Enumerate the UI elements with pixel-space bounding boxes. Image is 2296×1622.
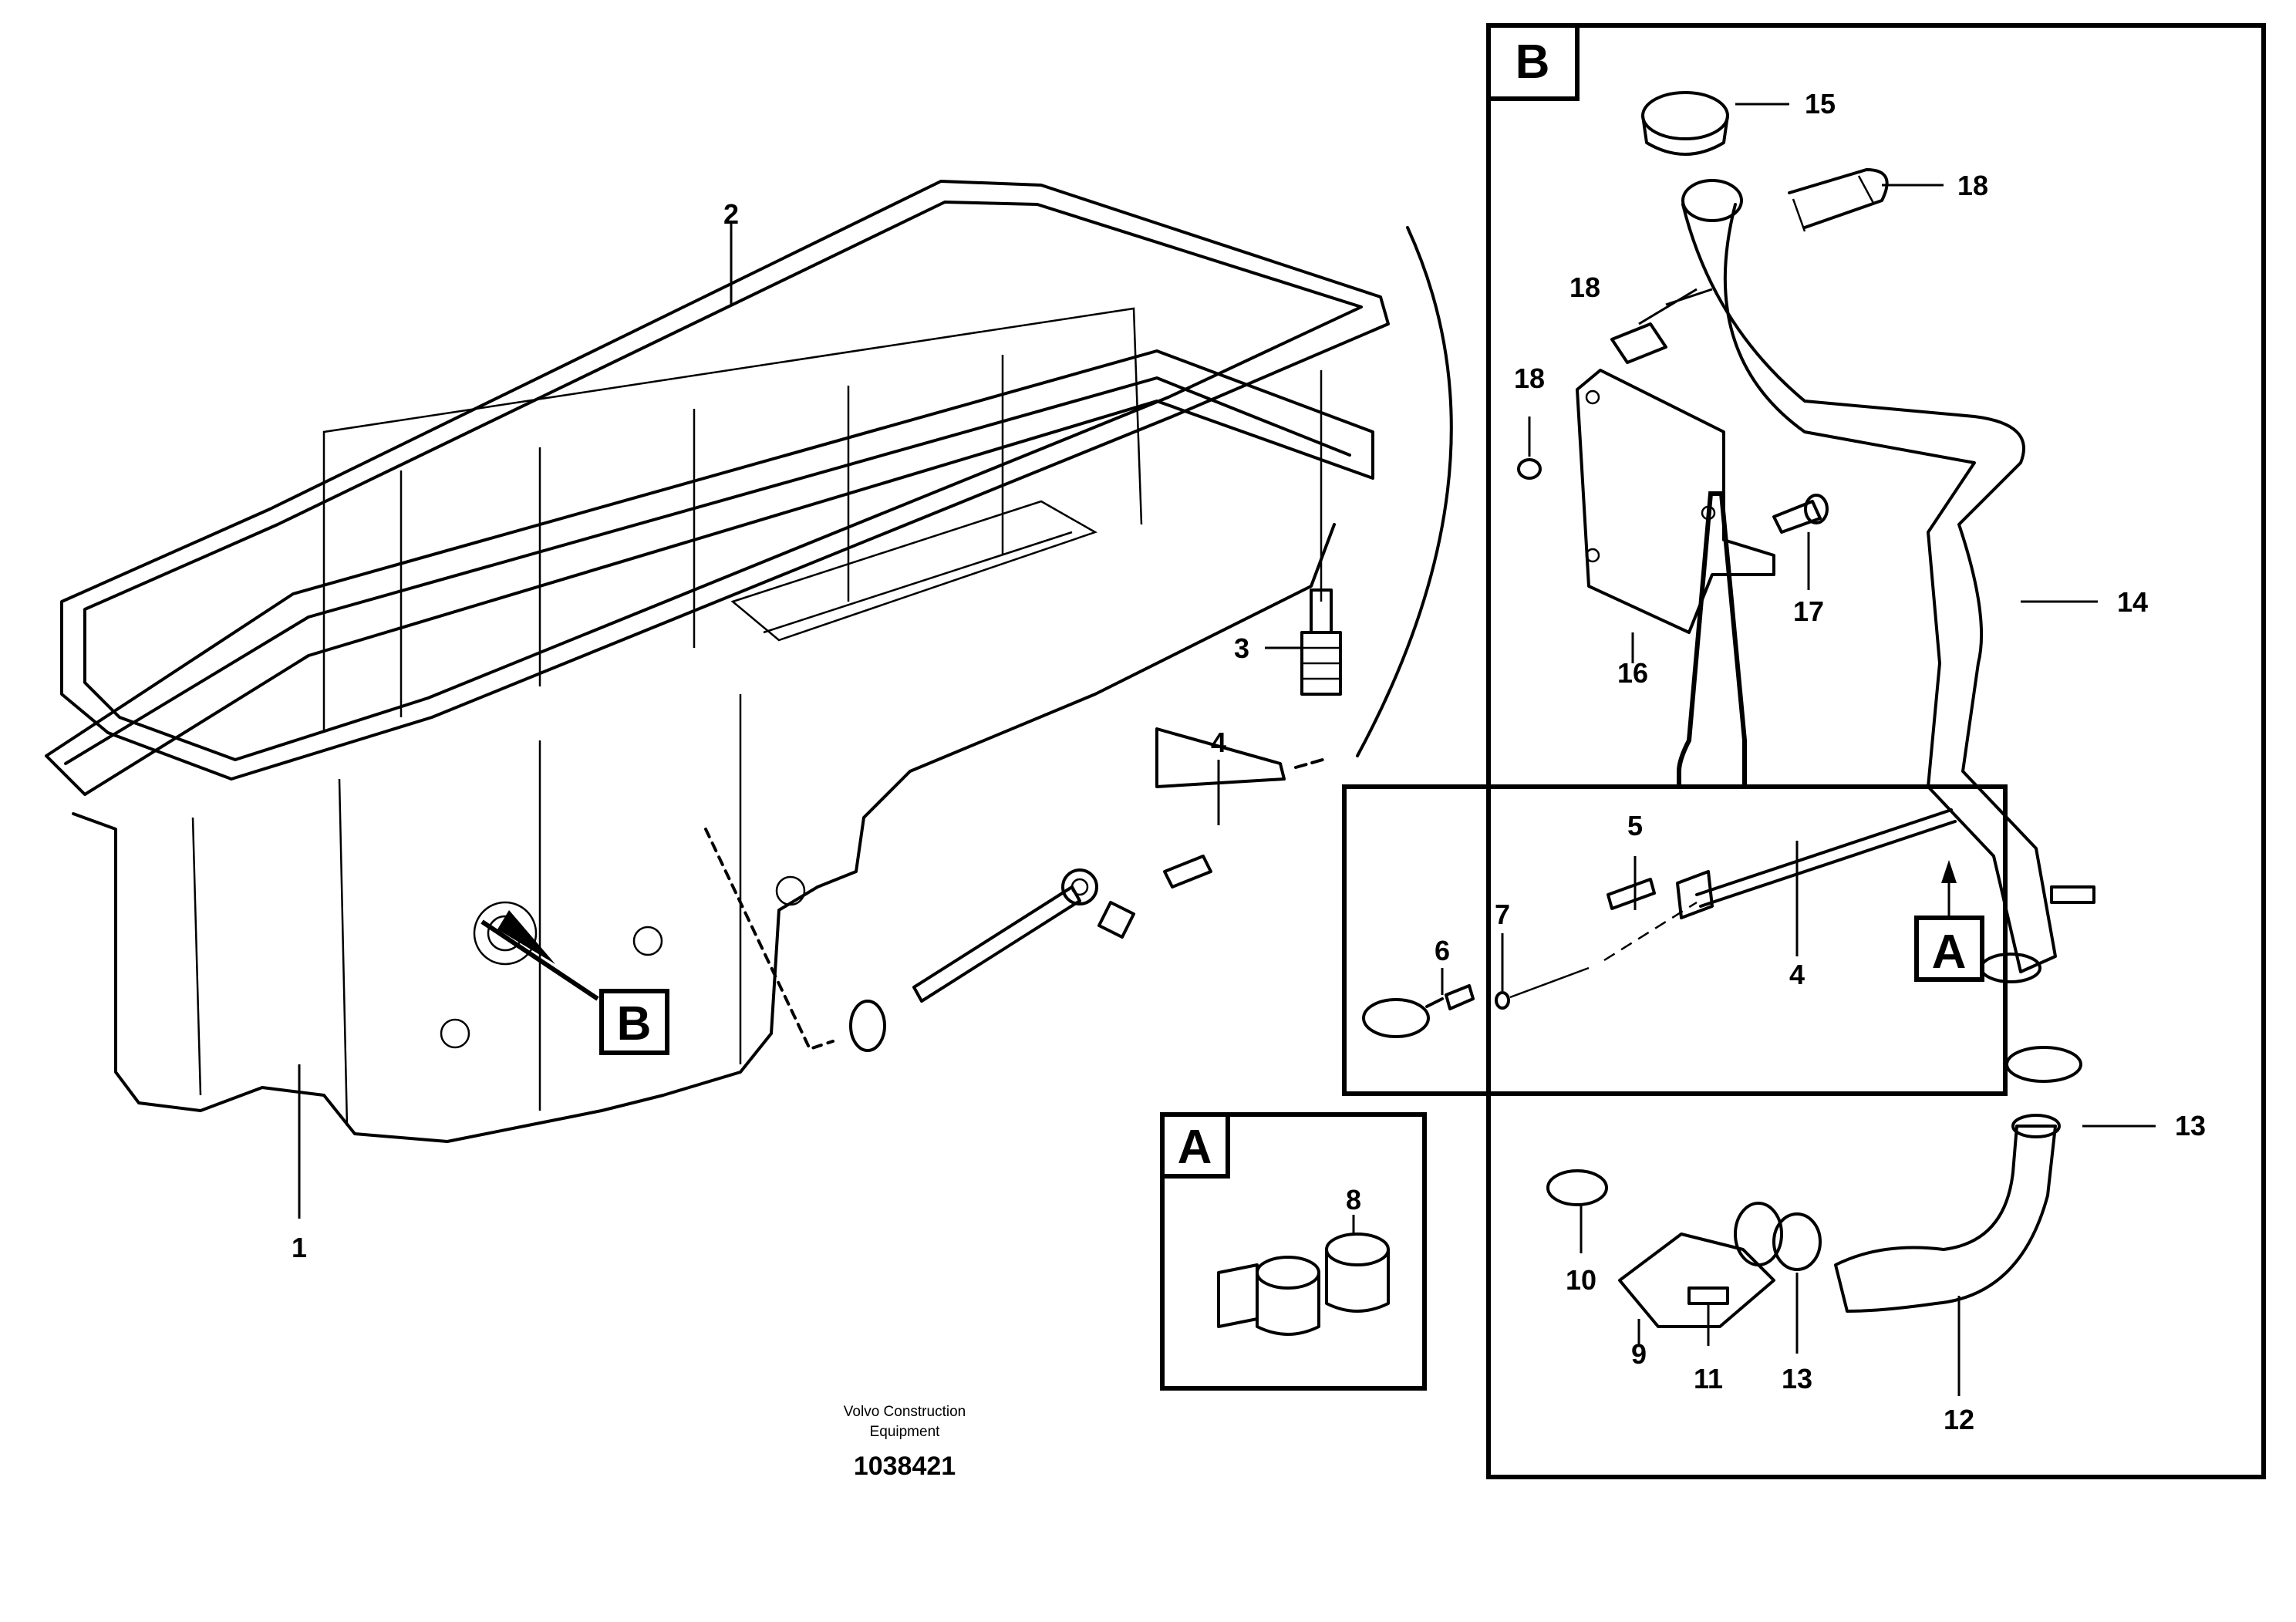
detail-frame-clip	[1160, 1112, 1427, 1391]
label-part-4-detail: 4	[1789, 959, 1805, 990]
label-part-18-bracket: 18	[1569, 271, 1600, 303]
label-part-9: 9	[1631, 1338, 1647, 1370]
filler-cap	[1641, 91, 1729, 156]
label-part-1: 1	[292, 1232, 307, 1263]
dipstick-detail	[1362, 808, 1957, 1038]
drain-plug	[1300, 370, 1342, 696]
oil-pan	[45, 307, 1374, 1143]
filler-neck-tube	[1681, 179, 2095, 983]
part-labels: 2 1 3 4 15 18 18 18 17 16 14 5 7 6 4 13 …	[292, 88, 2206, 1435]
footer-company-line2: Equipment	[870, 1424, 941, 1440]
drawing-footer: Volvo Construction Equipment 1038421	[844, 1404, 966, 1481]
label-part-2: 2	[723, 198, 739, 230]
label-part-7: 7	[1495, 899, 1510, 930]
clip-8	[1217, 1215, 1390, 1336]
label-part-12: 12	[1944, 1404, 1974, 1435]
bolt-11	[1687, 1286, 1729, 1305]
label-part-18-nut: 18	[1514, 363, 1545, 394]
label-part-16: 16	[1617, 657, 1648, 689]
label-part-11: 11	[1694, 1363, 1723, 1394]
label-part-17: 17	[1793, 595, 1824, 627]
detail-frame-b	[1486, 23, 2266, 1479]
label-part-6: 6	[1435, 935, 1450, 966]
label-part-4-main: 4	[1211, 727, 1226, 758]
detail-letter-a-clip: A	[1178, 1121, 1212, 1174]
label-part-18-right: 18	[1957, 170, 1988, 201]
hose-clamps-13	[1772, 1046, 2082, 1271]
bracket-clip-18	[1610, 322, 1667, 364]
detail-letter-b: B	[1515, 35, 1550, 89]
detail-letter-b-callout: B	[617, 997, 652, 1050]
label-part-15: 15	[1805, 88, 1836, 120]
nut-18	[1517, 458, 1542, 480]
label-part-5: 5	[1627, 810, 1643, 841]
mounting-bracket	[1576, 369, 1775, 634]
oil-pan-gasket	[60, 180, 1390, 781]
hose-12	[1834, 1114, 2061, 1313]
detail-frame-dipstick	[1342, 784, 2008, 1096]
label-part-13-lower: 13	[1782, 1363, 1812, 1394]
detail-letter-a-dipstick: A	[1932, 926, 1967, 979]
u-bolt-18	[1788, 168, 1889, 232]
label-part-14: 14	[2117, 586, 2148, 618]
bolt-17	[1772, 494, 1829, 534]
label-part-10: 10	[1566, 1264, 1596, 1296]
drawing-number: 1038421	[854, 1452, 956, 1481]
dipstick-tube	[849, 727, 1324, 1052]
oil-fill-adapter	[1546, 1169, 1783, 1328]
label-part-13-right: 13	[2175, 1110, 2206, 1141]
label-part-3: 3	[1234, 632, 1249, 664]
label-part-8: 8	[1346, 1184, 1361, 1216]
footer-company-line1: Volvo Construction	[844, 1404, 966, 1420]
